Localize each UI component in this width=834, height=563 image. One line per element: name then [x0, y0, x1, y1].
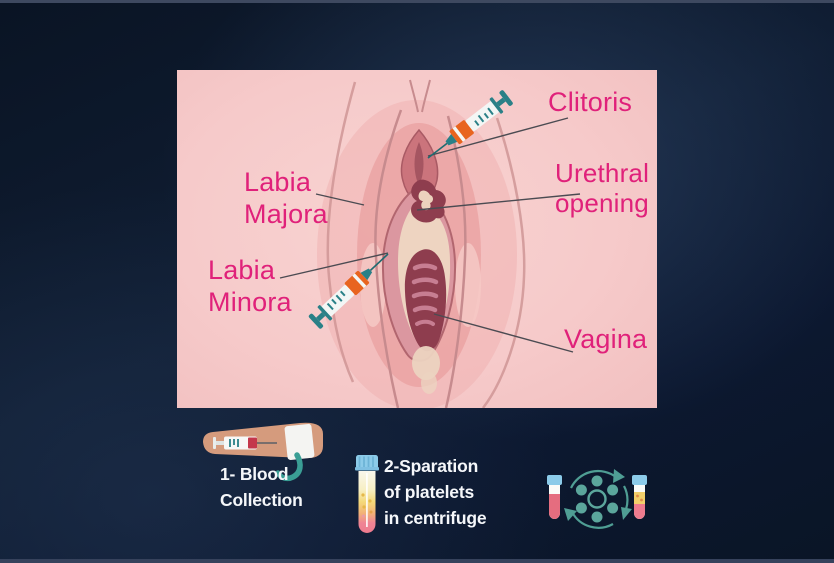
- step1-line2: Collection: [220, 490, 303, 510]
- vaginal-ridge: [411, 277, 439, 285]
- step1-caption: 1- Blood Collection: [220, 461, 303, 513]
- anatomy-panel: Clitoris Urethral opening Labia Majora L…: [177, 70, 657, 408]
- clitoral-hood-cleft: [414, 142, 424, 186]
- clitoris-leader-line: [427, 117, 569, 157]
- urethral-label-line2: opening: [555, 188, 649, 218]
- labia-majora-line2: Majora: [244, 199, 328, 229]
- crease-outer-right: [482, 117, 526, 408]
- whole-blood-tube: [547, 475, 562, 519]
- crease-outer-left: [326, 81, 357, 383]
- platelet-dot: [361, 493, 365, 497]
- urethral-leader-line: [416, 193, 581, 211]
- clitoris-label: Clitoris: [548, 87, 633, 117]
- vaginal-ridge: [412, 305, 438, 313]
- centrifuge-rotation-icon: [547, 469, 647, 529]
- platelet-dot: [368, 499, 372, 503]
- vagina-leader-line: [433, 313, 574, 353]
- vaginal-ridge: [412, 263, 438, 271]
- vaginal-opening-shape: [404, 249, 447, 352]
- mons-cleft-left: [409, 79, 419, 113]
- platelet-dot: [362, 514, 365, 518]
- step2-line3: in centrifuge: [384, 508, 487, 528]
- highlight-right: [455, 243, 481, 327]
- labia-minora-line1: Labia: [208, 255, 276, 285]
- blood-test-tube-icon: [355, 455, 379, 533]
- vulva-anatomy-illustration: [177, 70, 657, 408]
- labia-majora-right-edge: [444, 115, 467, 408]
- labia-minora-leader-line: [279, 252, 389, 279]
- separated-blood-tube: [632, 475, 647, 519]
- step2-line2: of platelets: [384, 482, 474, 502]
- tube-cap-ridges: [358, 456, 374, 467]
- step2-line1: 2-Sparation: [384, 456, 479, 476]
- platelet-dot: [362, 505, 366, 509]
- top-edge-strip: [0, 0, 834, 3]
- labia-minora-label: Labia Minora: [208, 254, 292, 318]
- vaginal-ridge: [411, 291, 439, 299]
- arm-cuff: [284, 423, 315, 460]
- labia-majora-label: Labia Majora: [244, 166, 328, 230]
- arm-blood-draw-icon: [203, 422, 323, 482]
- labia-majora-leader-line: [315, 193, 365, 206]
- bottom-edge-strip: [0, 559, 834, 563]
- mons-cleft-right: [421, 79, 431, 113]
- step2-caption: 2-Sparation of platelets in centrifuge: [384, 453, 487, 531]
- rotation-arrowheads: [564, 469, 632, 521]
- vagina-label: Vagina: [564, 324, 648, 354]
- labia-majora-left-edge: [374, 109, 403, 408]
- tube-cap-lip: [355, 467, 379, 471]
- blood-draw-syringe: [213, 436, 277, 450]
- platelet-dot: [369, 510, 373, 514]
- tube-center-line: [366, 473, 368, 527]
- urethral-opening-label: Urethral opening: [555, 158, 649, 218]
- step1-line1: 1- Blood: [220, 464, 289, 484]
- labia-majora-line1: Labia: [244, 167, 312, 197]
- labia-minora-line2: Minora: [208, 287, 292, 317]
- perineum-lower: [421, 372, 437, 394]
- perineum: [412, 346, 440, 380]
- urethral-label-line1: Urethral: [555, 158, 650, 188]
- tourniquet-tube: [275, 452, 303, 482]
- vaginal-ridge: [415, 319, 435, 326]
- urethral-fold-highlight: [418, 190, 433, 211]
- centrifuge-rotor: [575, 475, 619, 523]
